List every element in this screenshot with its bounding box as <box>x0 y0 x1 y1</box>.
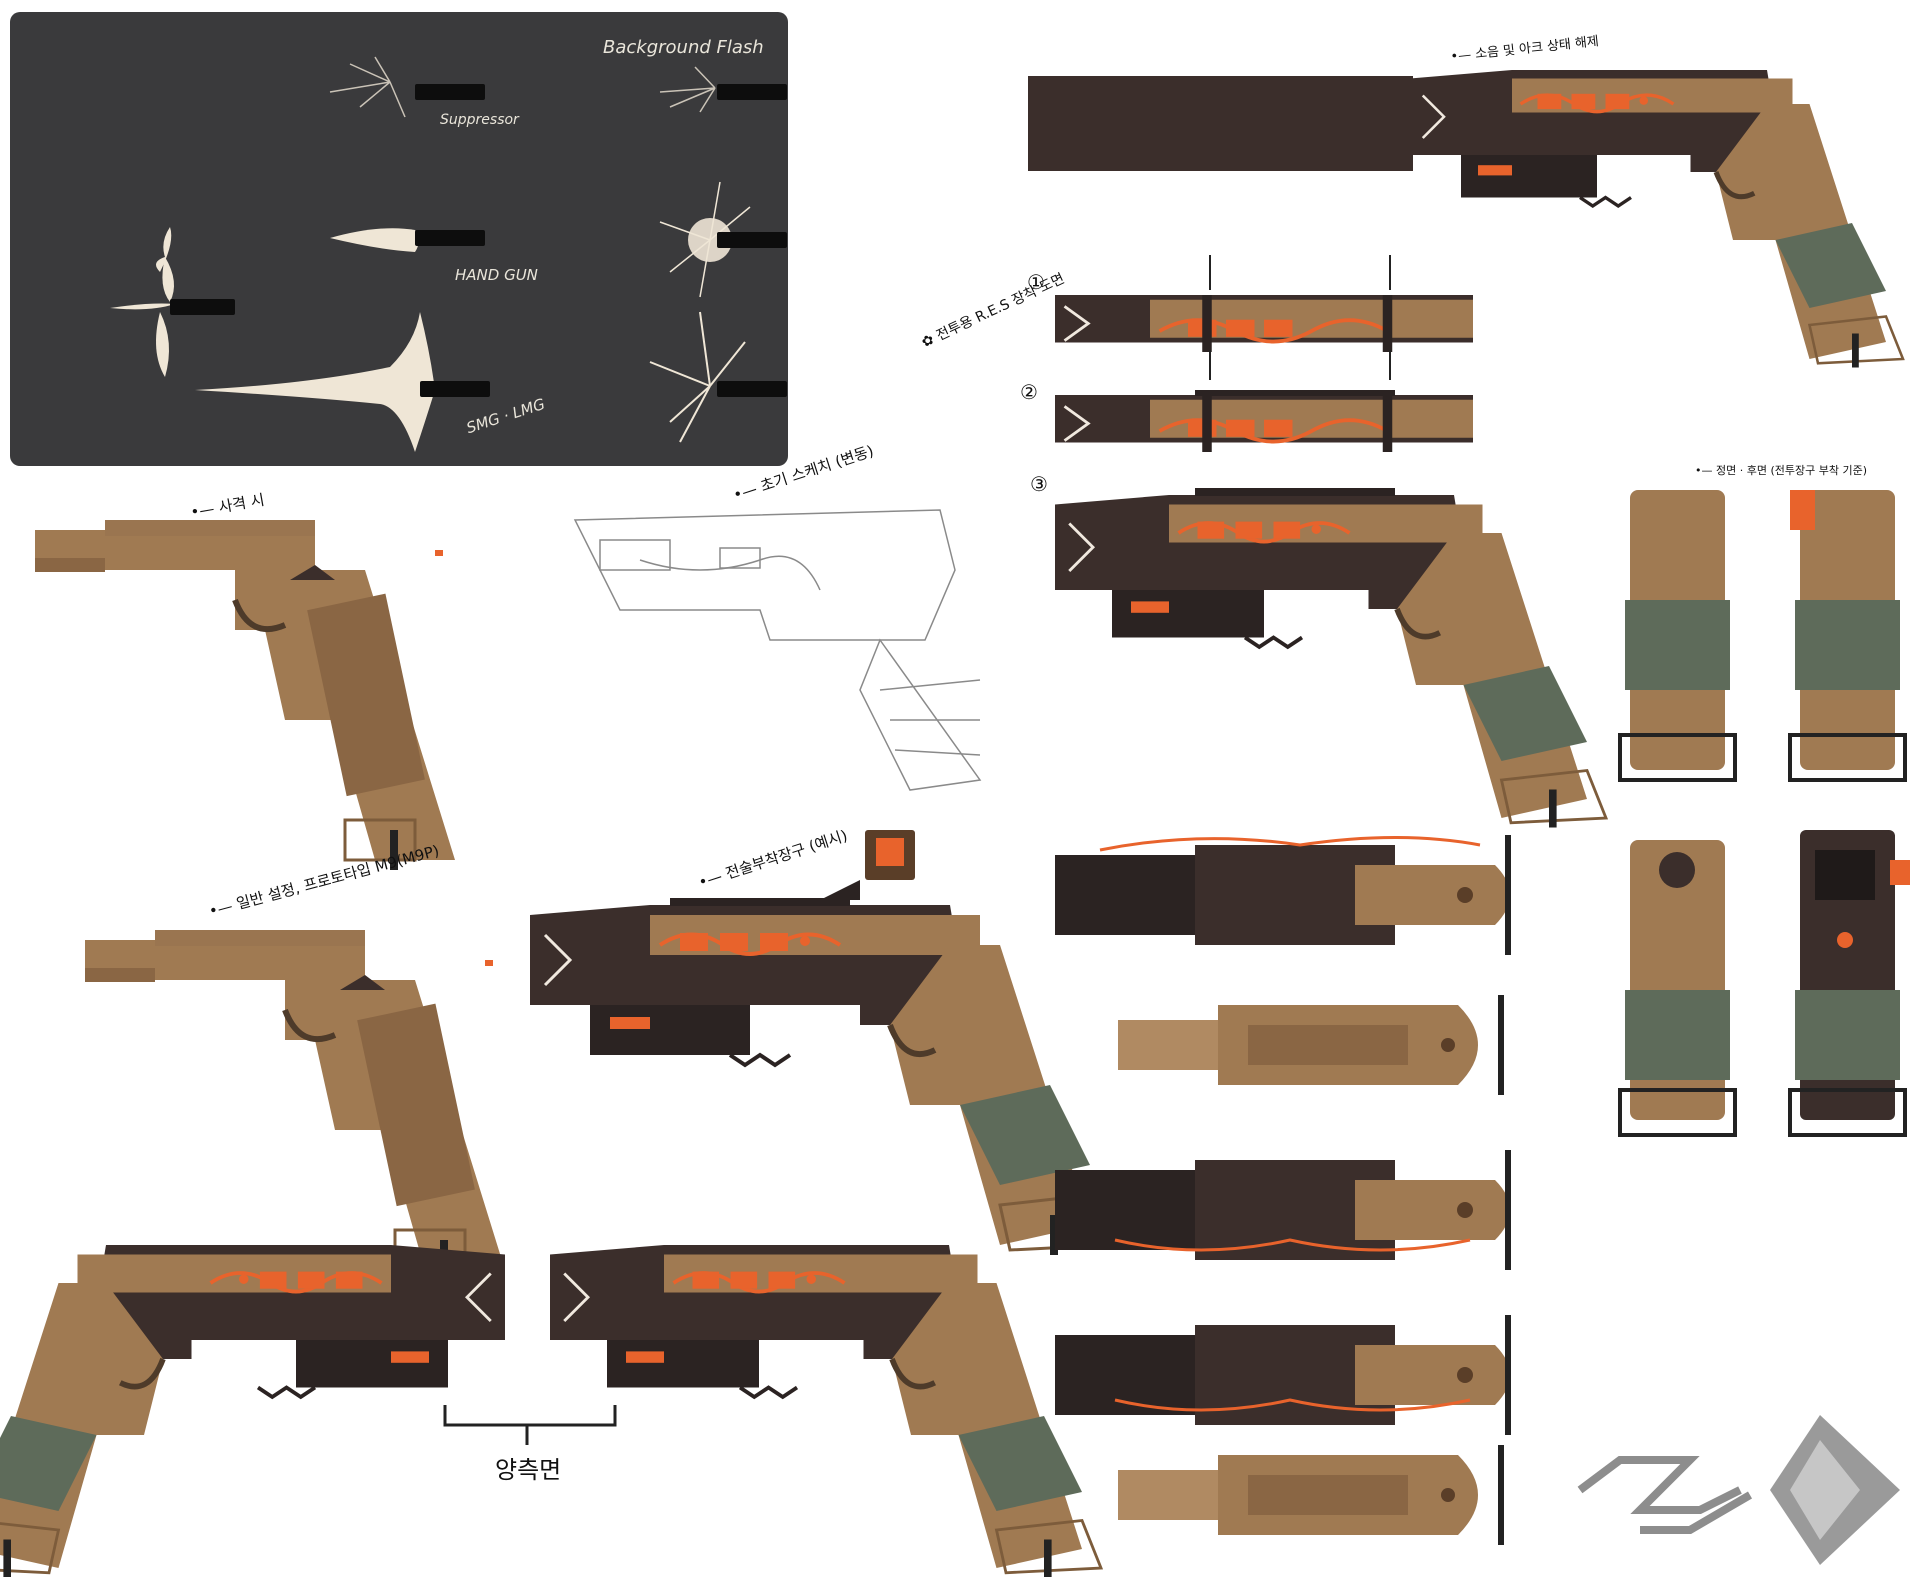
pistol-attachment-example <box>530 905 1110 1255</box>
top-view-2 <box>1118 995 1504 1095</box>
suppressor-label: Suppressor <box>440 112 519 128</box>
pistol-firing <box>35 520 455 870</box>
annotation-both-sides: 양측면 <box>495 1456 562 1484</box>
annotation-top-view: •— 정면 · 후면 (전투장구 부착 기준) <box>1695 464 1867 477</box>
top-view-3-cable <box>1114 1238 1471 1252</box>
top-view-1-cable <box>1099 836 1481 852</box>
flash-illustrations <box>110 56 787 452</box>
suppressor-flash-bg <box>659 66 787 113</box>
front-back-views <box>1618 490 1910 1137</box>
handgun-label: HAND GUN <box>455 266 538 284</box>
stage-3-pistol <box>1055 495 1606 828</box>
initial-sketch <box>573 509 982 791</box>
pistol-standard <box>85 930 505 1280</box>
pistol-right-side <box>550 1245 1101 1577</box>
step-3-label: ③ <box>1030 472 1048 496</box>
red-dot-sight <box>820 830 915 900</box>
both-sides-bracket <box>443 1405 617 1445</box>
stage-2-strip <box>1053 393 1475 454</box>
step-2-label: ② <box>1020 380 1038 404</box>
smg-flash <box>195 312 490 452</box>
stage-arrows <box>1209 255 1391 380</box>
emblem-diamond-logo <box>1770 1415 1900 1565</box>
top-view-4 <box>1055 1315 1511 1435</box>
top-view-5 <box>1118 1445 1504 1545</box>
stage-1-strip <box>1053 293 1475 354</box>
stage-2-rail <box>1195 390 1395 396</box>
pistol-silencer <box>1028 70 1903 368</box>
pistol-left-side <box>0 1245 505 1577</box>
step-1-label: ① <box>1027 270 1045 294</box>
emblem-wave-logo <box>1577 1456 1753 1534</box>
handgun-flash-bg <box>659 181 787 298</box>
cross-flash <box>110 227 235 377</box>
background-flash-panel: Background Flash Suppressor HAND GUN SMG… <box>10 12 788 466</box>
top-rail <box>670 898 850 906</box>
top-view-3 <box>1055 1150 1511 1270</box>
suppressor-flash <box>329 56 485 118</box>
smg-flash-bg <box>649 311 787 443</box>
top-view-4-cable <box>1114 1398 1471 1412</box>
stage-3-rail <box>1195 488 1395 496</box>
flash-panel-title: Background Flash <box>603 37 764 58</box>
handgun-flash <box>330 228 485 252</box>
top-view-1 <box>1055 835 1511 955</box>
